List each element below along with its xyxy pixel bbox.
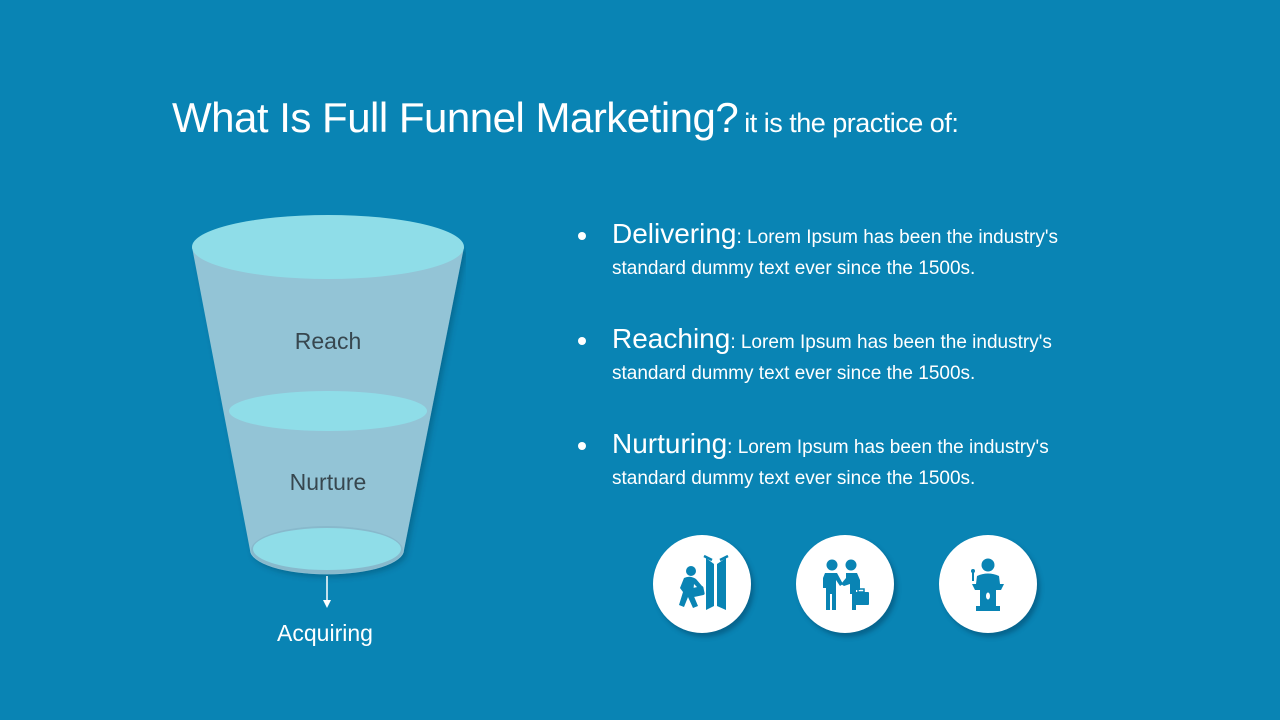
bullet-item-delivering: Delivering: Lorem Ipsum has been the ind… (576, 218, 1176, 284)
funnel-diagram: Reach Nurture (190, 212, 466, 584)
bullet-term: Nurturing (612, 428, 728, 459)
bullet-term: Reaching (612, 323, 731, 354)
speaker-podium-icon (939, 535, 1037, 633)
bullet-text: : Lorem Ipsum has been the industry's (736, 227, 1059, 248)
bullet-item-nurturing: Nurturing: Lorem Ipsum has been the indu… (576, 428, 1176, 494)
bullet-text: : Lorem Ipsum has been the industry's (727, 437, 1049, 458)
bullet-dot-icon (578, 337, 586, 345)
bullet-dot-icon (578, 232, 586, 240)
bullet-dot-icon (578, 442, 586, 450)
bullet-text-cont: standard dummy text ever since the 1500s… (612, 468, 976, 489)
funnel-shape (192, 215, 464, 575)
bullet-item-reaching: Reaching: Lorem Ipsum has been the indus… (576, 323, 1176, 389)
bullet-list: Delivering: Lorem Ipsum has been the ind… (576, 218, 1176, 533)
bullet-term: Delivering (612, 218, 737, 249)
bullet-text-cont: standard dummy text ever since the 1500s… (612, 258, 976, 279)
delivery-person-door-icon (653, 535, 751, 633)
funnel-stage-reach: Reach (294, 328, 362, 354)
handshake-icon (796, 535, 894, 633)
funnel-stage-nurture: Nurture (289, 469, 367, 495)
title-main: What Is Full Funnel Marketing? (172, 94, 739, 141)
funnel-output-label: Acquiring (277, 620, 373, 646)
slide-title: What Is Full Funnel Marketing?it is the … (172, 94, 959, 142)
bullet-text-cont: standard dummy text ever since the 1500s… (612, 363, 976, 384)
title-subtitle: it is the practice of: (744, 108, 959, 138)
bullet-text: : Lorem Ipsum has been the industry's (730, 332, 1052, 353)
arrow-down-icon (323, 576, 331, 608)
